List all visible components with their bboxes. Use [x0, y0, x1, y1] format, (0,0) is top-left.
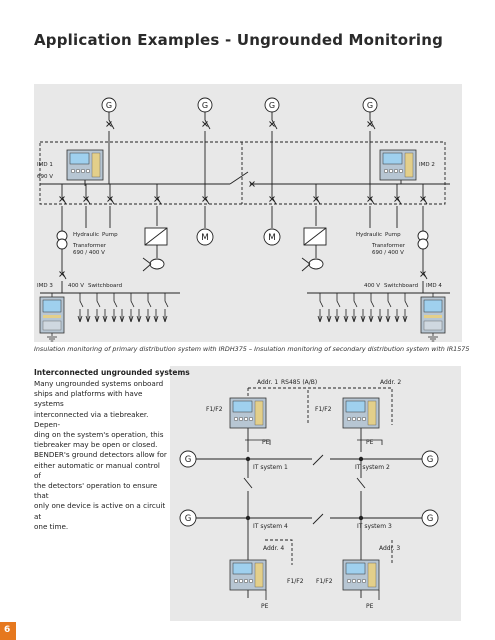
switchboard-voltage-right: 400 V [364, 283, 380, 289]
f1f2-label-3: F1/F2 [287, 578, 304, 585]
pe-label-1: PE [262, 439, 270, 446]
motor-1-icon [196, 228, 214, 246]
addr-3-label: Addr. 3 [379, 545, 400, 552]
rs485-label: RS485 (A/B) [281, 379, 317, 386]
switchboard-label-right: Switchboard [384, 283, 418, 289]
page-number-tab [0, 622, 16, 640]
generator-left-top-label: G [185, 455, 192, 465]
it-system-2-label: IT system 2 [355, 464, 390, 471]
isometer-addr-3 [342, 559, 380, 591]
pe-label-3: PE [261, 603, 269, 610]
generator-left-bottom-icon [179, 509, 197, 527]
generator-right-bottom-icon [421, 509, 439, 527]
generator-right-top-icon [421, 450, 439, 468]
body-line: one time. [34, 521, 69, 531]
f1f2-label-2: F1/F2 [315, 406, 332, 413]
motor-1-label: M [201, 233, 209, 243]
generator-right-top-label: G [427, 455, 434, 465]
section-heading: Interconnected ungrounded systems [34, 368, 190, 377]
imd-1-label: IMD 1 [37, 162, 53, 168]
transformer-ratio-right: 690 / 400 V [372, 250, 404, 256]
generator-3-label: G [269, 101, 275, 110]
page-title: Application Examples - Ungrounded Monito… [34, 31, 444, 49]
transformer-ratio-left: 690 / 400 V [73, 250, 105, 256]
isometer-addr-2 [342, 397, 380, 429]
page-number: 6 [4, 625, 11, 635]
section-body: Many ungrounded systems onboard ships an… [34, 379, 169, 532]
motor-2-label: M [268, 233, 276, 243]
it-system-4-label: IT system 4 [253, 523, 288, 530]
body-line: the detectors' operation to ensure that [34, 481, 158, 501]
figure-caption: Insulation monitoring of primary distrib… [34, 345, 470, 353]
body-line: ships and platforms with have systems [34, 389, 143, 409]
addr-2-label: Addr. 2 [380, 379, 401, 386]
pe-label-4: PE [366, 603, 374, 610]
body-line: only one device is active on a circuit a… [34, 501, 166, 521]
motor-2-icon [263, 228, 281, 246]
transformer-label-right: Transformer [371, 243, 406, 249]
it-system-1-label: IT system 1 [253, 464, 288, 471]
body-line: ding on the system's operation, this [34, 430, 164, 440]
imd-2-label: IMD 2 [419, 162, 435, 168]
switchboard-label-left: Switchboard [88, 283, 122, 289]
body-line: either automatic or manual control of [34, 460, 160, 480]
body-line: interconnected via a tiebreaker. Depen- [34, 409, 149, 429]
generator-right-bottom-label: G [427, 514, 434, 524]
body-line: Many ungrounded systems onboard [34, 379, 164, 388]
generator-4-label: G [367, 101, 373, 110]
pe-label-2: PE [366, 439, 374, 446]
hydraulic-label-left: Hydraulic [73, 232, 99, 238]
generator-left-bottom-label: G [185, 514, 192, 524]
switchboard-voltage-left: 400 V [68, 283, 84, 289]
imd-3-label: IMD 3 [37, 283, 53, 289]
isometer-addr-1 [229, 397, 267, 429]
primary-distribution-diagram-panel [34, 84, 462, 342]
addr-1-label: Addr. 1 [257, 379, 278, 386]
generator-2-label: G [202, 101, 208, 110]
f1f2-label-1: F1/F2 [206, 406, 223, 413]
hydraulic-label-right: Hydraulic [356, 232, 382, 238]
it-system-3-label: IT system 3 [357, 523, 392, 530]
isometer-addr-4 [229, 559, 267, 591]
addr-4-label: Addr. 4 [263, 545, 284, 552]
imd-1-device [66, 149, 104, 181]
interconnected-systems-diagram-panel [170, 366, 461, 621]
voltage-690-label: 690 V [37, 174, 53, 180]
imd-4-device [420, 296, 446, 342]
imd-3-device [39, 296, 65, 342]
body-line: tiebreaker may be open or closed. [34, 440, 158, 450]
f1f2-label-4: F1/F2 [316, 578, 333, 585]
imd-2-device [379, 149, 417, 181]
generator-1-label: G [106, 101, 112, 110]
body-line: BENDER's ground detectors allow for [34, 450, 167, 460]
pump-label-right: Pump [385, 232, 401, 238]
imd-4-label: IMD 4 [426, 283, 442, 289]
pump-label-left: Pump [102, 232, 118, 238]
generator-left-top-icon [179, 450, 197, 468]
transformer-label-left: Transformer [72, 243, 107, 249]
